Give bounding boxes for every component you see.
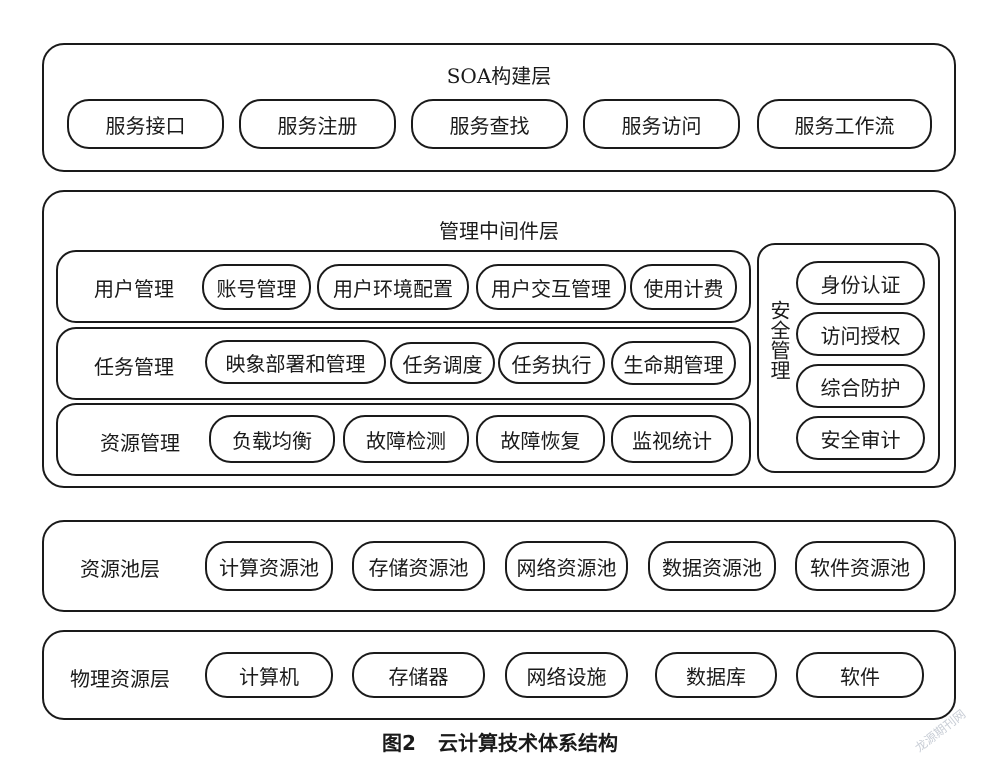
user-item-account: 账号管理 [202, 264, 311, 310]
soa-item-interface: 服务接口 [67, 99, 224, 149]
soa-item-workflow: 服务工作流 [757, 99, 932, 149]
physical-item-storage: 存储器 [352, 652, 485, 698]
pool-item-software: 软件资源池 [795, 541, 925, 591]
resource-item-fault-detect: 故障检测 [343, 415, 469, 463]
task-item-lifecycle: 生命期管理 [611, 341, 736, 385]
pool-item-compute: 计算资源池 [205, 541, 333, 591]
task-item-scheduling: 任务调度 [390, 342, 495, 384]
soa-layer-title: SOA构建层 [446, 64, 552, 88]
user-item-interaction: 用户交互管理 [476, 264, 626, 310]
soa-item-discovery: 服务查找 [411, 99, 568, 149]
figure-title: 云计算技术体系结构 [437, 731, 618, 755]
pool-item-data: 数据资源池 [648, 541, 776, 591]
task-item-image-deploy: 映象部署和管理 [205, 340, 386, 384]
middleware-layer-title: 管理中间件层 [439, 219, 559, 243]
security-item-authorization: 访问授权 [796, 312, 925, 356]
figure-caption: 图2 云计算技术体系结构 [0, 727, 1000, 756]
figure-number: 图2 [382, 731, 416, 755]
task-management-label: 任务管理 [94, 355, 174, 379]
physical-item-network: 网络设施 [505, 652, 628, 698]
physical-item-database: 数据库 [655, 652, 777, 698]
soa-item-access: 服务访问 [583, 99, 740, 149]
security-item-authentication: 身份认证 [796, 261, 925, 305]
security-item-protection: 综合防护 [796, 364, 925, 408]
resource-item-fault-recovery: 故障恢复 [476, 415, 605, 463]
task-item-execution: 任务执行 [498, 342, 605, 384]
pool-item-network: 网络资源池 [505, 541, 628, 591]
user-management-label: 用户管理 [94, 277, 174, 301]
resource-item-load-balance: 负载均衡 [209, 415, 335, 463]
user-item-billing: 使用计费 [630, 264, 737, 310]
physical-item-computer: 计算机 [205, 652, 333, 698]
resource-management-label: 资源管理 [100, 431, 180, 455]
resource-pool-label: 资源池层 [80, 557, 160, 581]
physical-item-software: 软件 [796, 652, 924, 698]
soa-item-registry: 服务注册 [239, 99, 396, 149]
user-item-env-config: 用户环境配置 [317, 264, 469, 310]
physical-resource-label: 物理资源层 [70, 667, 170, 691]
resource-item-monitoring: 监视统计 [611, 415, 733, 463]
security-item-audit: 安全审计 [796, 416, 925, 460]
security-management-label: 安全管理 [767, 300, 791, 380]
pool-item-storage: 存储资源池 [352, 541, 485, 591]
